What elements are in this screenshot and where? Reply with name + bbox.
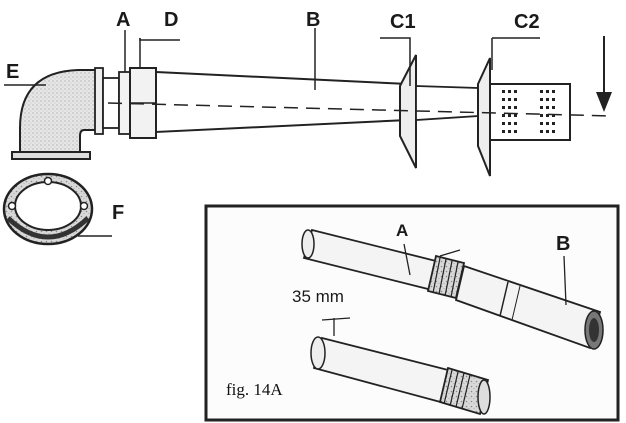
label-a: A bbox=[116, 9, 131, 31]
inset-leader-lines bbox=[321, 243, 567, 336]
elbow-e bbox=[11, 67, 104, 160]
label-c1: C1 bbox=[390, 11, 416, 33]
label-e: E bbox=[6, 61, 20, 83]
inset-figure bbox=[204, 204, 620, 422]
direction-arrow-icon bbox=[596, 36, 612, 112]
inset-lower-pipe bbox=[310, 336, 491, 416]
plate-c1 bbox=[399, 54, 417, 169]
label-c2: C2 bbox=[514, 11, 540, 33]
inset-label-a: A bbox=[396, 221, 409, 240]
label-d: D bbox=[164, 9, 179, 31]
leader-lines bbox=[4, 28, 540, 237]
inset-label-b: B bbox=[556, 233, 571, 255]
figure-caption: fig. 14A bbox=[226, 380, 283, 399]
terminal-vents bbox=[502, 90, 555, 133]
gasket-f bbox=[2, 172, 94, 246]
pipe-segment bbox=[415, 85, 479, 121]
label-f: F bbox=[112, 202, 125, 224]
label-b: B bbox=[306, 9, 321, 31]
centre-line bbox=[107, 102, 613, 117]
terminal bbox=[489, 83, 571, 141]
pipe-b bbox=[155, 70, 409, 134]
inset-upper-pipe bbox=[301, 228, 604, 350]
inset-measurement: 35 mm bbox=[292, 287, 344, 306]
plate-c2 bbox=[477, 57, 491, 177]
